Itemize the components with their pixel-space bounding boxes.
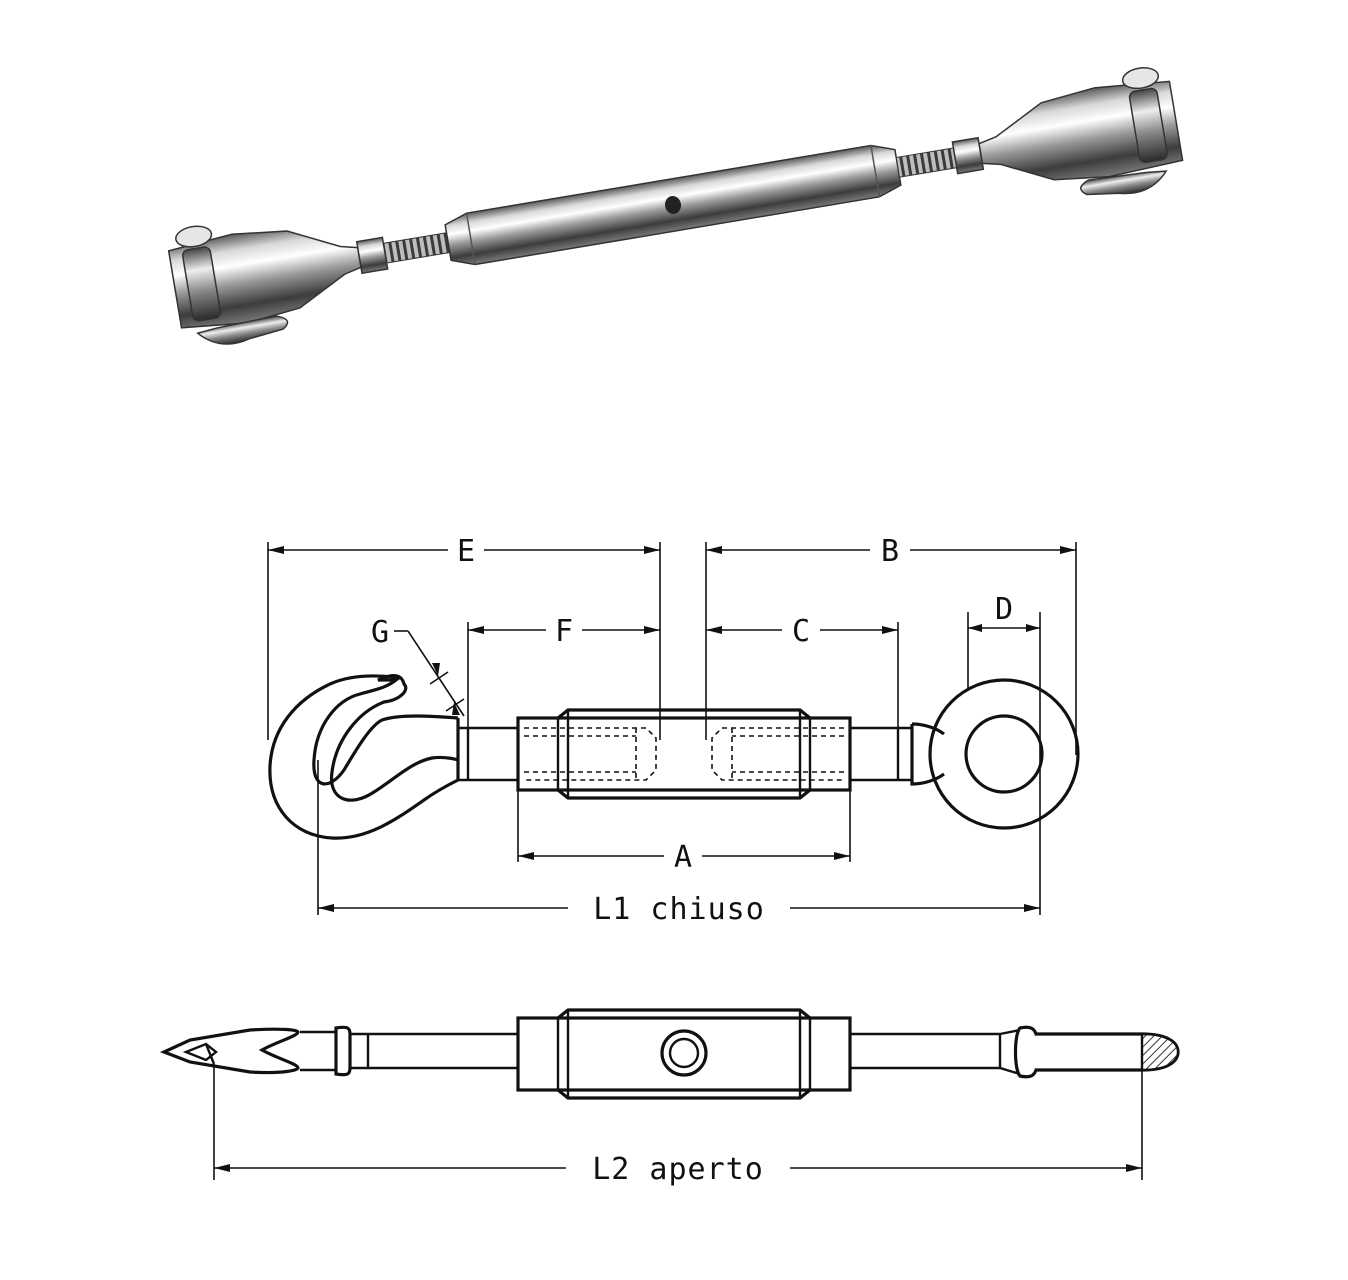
dimension-e: E: [268, 534, 660, 569]
right-thread: [895, 147, 958, 178]
turnbuckle-body: [444, 144, 902, 266]
label-l2: L2 aperto: [592, 1152, 764, 1187]
drawing-side-view: E B F C D: [267, 534, 1080, 927]
drawing-top-view: L2 aperto: [159, 1008, 1180, 1187]
eye-end: [850, 678, 1080, 830]
dimension-f: F: [468, 614, 660, 649]
dimension-g: G: [371, 615, 465, 717]
hook-tip-top: [159, 1025, 518, 1077]
body-side: [516, 708, 852, 800]
left-jaw: [167, 225, 362, 345]
eye-tip-top: [850, 1025, 1180, 1079]
dimension-l2: L2 aperto: [214, 1152, 1142, 1187]
label-l1: L1 chiuso: [593, 892, 765, 927]
label-d: D: [995, 592, 1013, 627]
label-e: E: [457, 534, 475, 569]
dimension-l1: L1 chiuso: [318, 892, 1040, 927]
body-top: [516, 1008, 852, 1100]
left-thread: [382, 231, 453, 264]
label-f: F: [555, 614, 573, 649]
label-b: B: [881, 534, 899, 569]
dimension-a: A: [518, 840, 850, 875]
label-a: A: [674, 840, 692, 875]
hook-end: [268, 674, 518, 840]
right-jaw: [978, 67, 1184, 196]
dimension-b: B: [706, 534, 1076, 569]
dimension-c: C: [706, 614, 898, 649]
dimension-d: D: [968, 592, 1040, 632]
turnbuckle-photo: [167, 67, 1184, 345]
label-c: C: [792, 614, 810, 649]
label-g: G: [371, 615, 389, 650]
left-lock-nut: [355, 236, 389, 275]
